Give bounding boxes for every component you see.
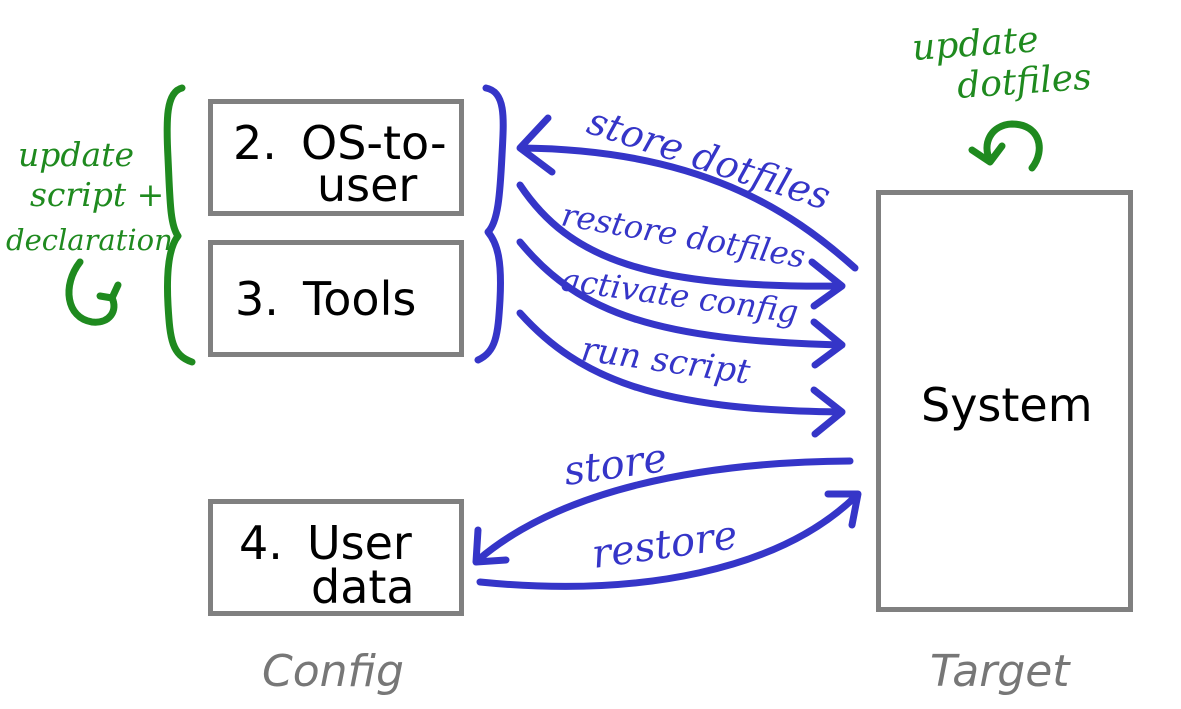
top-annotation-line1: update — [911, 19, 1040, 69]
restore-arrow — [476, 492, 860, 590]
restore-dotfiles-arrow — [516, 181, 844, 290]
activate-config-arrow — [516, 238, 844, 349]
activate-config-arrowhead — [810, 318, 846, 369]
user-data-line2: data — [311, 560, 415, 614]
right-brace — [474, 84, 507, 364]
left-annotation-line3: declaration — [6, 223, 173, 257]
store-dotfiles-arrow — [518, 144, 859, 272]
os-to-user-line2: user — [317, 158, 418, 212]
os-to-user-box: 2. OS-to- user — [208, 99, 464, 216]
store-arrow — [474, 457, 854, 564]
top-cycle-icon — [983, 120, 1043, 172]
user-data-line1: User — [307, 516, 412, 570]
left-cycle-icon — [65, 258, 118, 326]
top-cycle-arrowhead — [968, 142, 1006, 166]
tools-number: 3. — [235, 272, 279, 326]
left-annotation-line2: script + — [30, 175, 164, 214]
activate-config-label: activate config — [559, 260, 801, 331]
tools-line1: Tools — [303, 272, 417, 326]
os-to-user-number: 2. — [233, 116, 277, 170]
left-brace — [163, 84, 196, 366]
run-script-arrowhead — [810, 386, 846, 438]
top-annotation-line2: dotfiles — [956, 57, 1093, 107]
tools-box: 3. Tools — [208, 240, 464, 357]
user-data-box: 4. User data — [208, 499, 464, 616]
user-data-number: 4. — [239, 516, 283, 570]
run-script-arrow — [516, 309, 844, 416]
restore-dotfiles-arrowhead — [808, 258, 846, 310]
store-dotfiles-arrowhead — [516, 114, 556, 176]
system-box: System — [876, 190, 1133, 612]
store-arrowhead — [472, 526, 510, 566]
system-label: System — [921, 378, 1093, 432]
left-annotation-line1: update — [18, 135, 134, 174]
restore-arrowhead — [824, 490, 862, 529]
os-to-user-line1: OS-to- — [301, 116, 447, 170]
store-label: store — [561, 435, 670, 495]
config-caption: Config — [262, 646, 404, 697]
target-caption: Target — [930, 646, 1070, 697]
left-cycle-arrowhead — [96, 281, 122, 302]
